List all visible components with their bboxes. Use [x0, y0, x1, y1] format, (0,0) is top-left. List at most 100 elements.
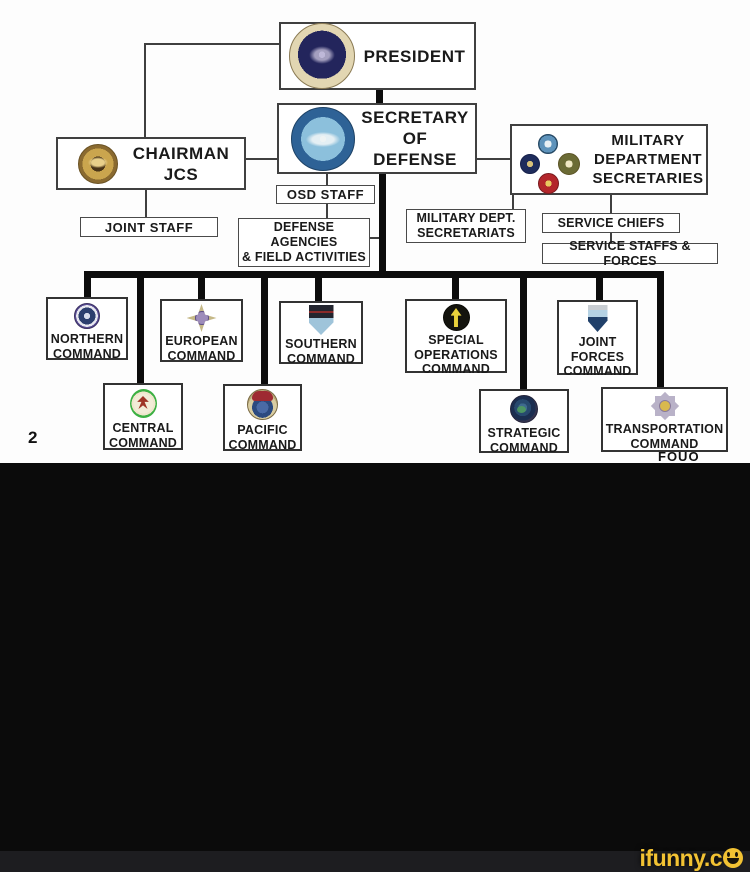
label-line: OF — [402, 129, 428, 148]
president-seal-icon — [289, 23, 355, 89]
node-joint-staff: JOINT STAFF — [80, 217, 218, 237]
node-transportation-command: TRANSPORTATION COMMAND — [601, 387, 728, 452]
stratcom-seal-icon — [510, 395, 538, 423]
drop-jointforces — [596, 278, 603, 300]
label-line: CHAIRMAN — [132, 143, 230, 163]
node-joint-forces-command: JOINT FORCES COMMAND — [557, 300, 638, 378]
page-number: 2 — [28, 428, 38, 447]
smiley-mouth — [727, 858, 739, 864]
node-label: PRESIDENT — [363, 46, 466, 66]
spearhead-arrow-icon — [450, 308, 462, 327]
node-defense-agencies: DEFENSE AGENCIES & FIELD ACTIVITIES — [238, 218, 370, 267]
node-strategic-command: STRATEGIC COMMAND — [479, 389, 569, 455]
label-line: NORTHERN — [50, 332, 124, 346]
drop-european — [198, 278, 205, 299]
node-northern-command: NORTHERN COMMAND — [46, 297, 128, 361]
label-line: COMMAND — [630, 436, 699, 451]
node-label: NORTHERN COMMAND — [51, 332, 123, 361]
label-line: COMMAND — [228, 437, 297, 452]
label-line: MILITARY DEPT. — [416, 211, 516, 225]
smiley-left-eye — [727, 852, 730, 857]
transcom-seal-icon — [650, 391, 680, 421]
node-president: PRESIDENT — [279, 22, 476, 90]
connector-mds-servicechiefs — [610, 194, 612, 213]
drop-pacific — [261, 278, 268, 385]
node-chairman-jcs: CHAIRMAN JCS — [56, 137, 246, 190]
node-label: EUROPEAN COMMAND — [165, 334, 237, 363]
connector-chiefs-staffs — [610, 233, 612, 243]
node-label: SERVICE STAFFS & FORCES — [569, 238, 691, 268]
node-label: STRATEGIC COMMAND — [487, 426, 560, 455]
connector-secdef-mds — [477, 158, 510, 160]
connector-president-chairman-h — [144, 43, 280, 45]
ifunny-logo-text: ifunny.c — [639, 844, 723, 871]
node-label: MILITARY DEPT. SECRETARIATS — [407, 211, 525, 241]
drop-transportation — [657, 278, 664, 388]
drop-central — [137, 278, 144, 384]
drop-strategic — [520, 278, 527, 389]
label-line: COMMAND — [52, 346, 122, 361]
connector-chairman-jointstaff — [145, 190, 147, 217]
ifunny-logo: ifunny.c — [640, 845, 743, 871]
node-central-command: CENTRAL COMMAND — [103, 383, 183, 450]
org-chart: PRESIDENT SECRETARY OF DEFENSE CHAIRMAN … — [0, 0, 750, 463]
node-label: OSD STAFF — [286, 187, 365, 202]
node-osd-staff: OSD STAFF — [276, 185, 375, 204]
node-service-chiefs: SERVICE CHIEFS — [542, 213, 680, 233]
label-line: DEFENSE — [373, 150, 457, 169]
northcom-seal-icon — [74, 303, 100, 329]
label-line: SECRETARIES — [592, 170, 704, 187]
line-president-secdef — [376, 90, 383, 103]
node-label: SECRETARY OF DEFENSE — [355, 107, 475, 170]
pacom-seal-icon — [247, 389, 278, 420]
node-label: CENTRAL COMMAND — [109, 421, 177, 450]
caption-area: I think a lot of people misunderstand th… — [0, 463, 750, 872]
label-line: DEPARTMENT — [593, 151, 703, 168]
label-line: OPERATIONS — [414, 347, 498, 362]
label-line: COMMAND — [167, 348, 236, 363]
marines-seal-icon — [538, 173, 559, 194]
label-line: COMMAND — [421, 362, 491, 376]
label-line: FORCES — [570, 349, 625, 364]
smiley-face-icon — [723, 848, 743, 868]
node-military-dept-secretariats: MILITARY DEPT. SECRETARIATS — [406, 209, 526, 243]
label-line: EUROPEAN — [165, 334, 238, 348]
node-label: SPECIAL OPERATIONS COMMAND — [414, 333, 498, 377]
southcom-seal-icon — [308, 305, 334, 335]
star-core-icon — [658, 400, 671, 412]
drop-specialops — [452, 278, 459, 299]
label-line: JCS — [163, 164, 199, 184]
node-label: SERVICE CHIEFS — [557, 215, 665, 230]
air-force-seal-icon — [538, 134, 558, 154]
label-line: SOUTHERN — [285, 337, 357, 351]
node-european-command: EUROPEAN COMMAND — [160, 299, 243, 363]
node-label: CHAIRMAN JCS — [118, 143, 244, 185]
connector-defagencies-trunk — [370, 237, 380, 239]
label-line: MILITARY — [611, 132, 685, 149]
label-line: DEFENSE AGENCIES — [270, 220, 338, 249]
node-label: SOUTHERN COMMAND — [285, 337, 357, 366]
label-line: PACIFIC — [237, 423, 288, 437]
label-line: STRATEGIC — [487, 426, 561, 440]
line-command-bus — [84, 271, 664, 278]
node-service-staffs-forces: SERVICE STAFFS & FORCES — [542, 239, 718, 268]
label-line: SECRETARY — [361, 108, 469, 127]
army-seal-icon — [558, 153, 580, 175]
label-line: SPECIAL — [428, 333, 484, 347]
node-special-operations-command: SPECIAL OPERATIONS COMMAND — [405, 299, 507, 376]
connector-osd-defagencies — [326, 204, 328, 218]
dod-seal-icon — [291, 106, 355, 171]
node-pacific-command: PACIFIC COMMAND — [223, 384, 302, 452]
drop-northern — [84, 278, 91, 297]
navy-seal-icon — [520, 154, 540, 174]
label-line: CENTRAL — [112, 421, 174, 435]
node-label: MILITARY DEPARTMENT SECRETARIES — [590, 131, 706, 188]
smiley-right-eye — [735, 852, 738, 857]
jcs-seal-icon — [78, 143, 118, 184]
label-line: TRANSPORTATION — [605, 422, 724, 436]
socom-seal-icon — [442, 304, 470, 331]
eucom-seal-icon — [186, 304, 217, 332]
node-label: DEFENSE AGENCIES & FIELD ACTIVITIES — [239, 220, 369, 265]
label-line: COMMAND — [108, 435, 178, 450]
jfcom-seal-icon — [587, 305, 608, 332]
